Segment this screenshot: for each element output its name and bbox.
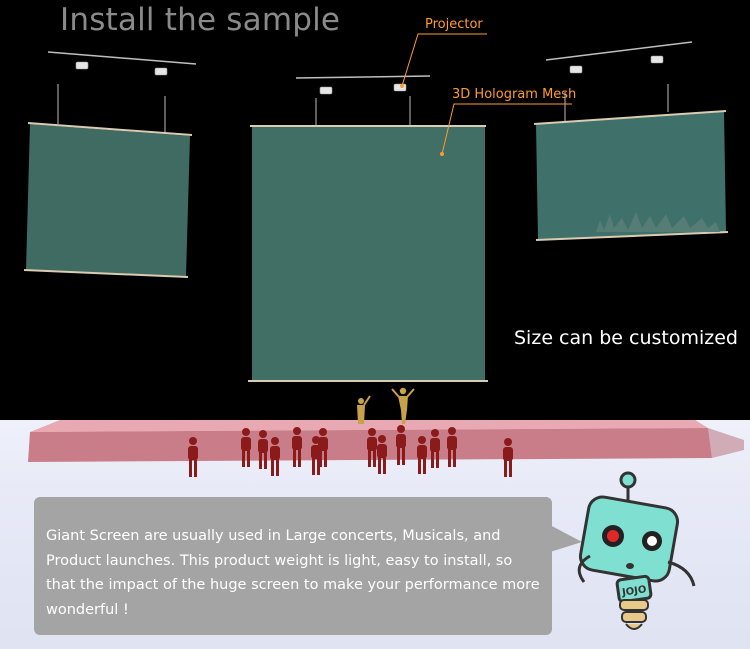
projector-marker: [400, 84, 404, 88]
left-screen: [23, 122, 193, 278]
projector-label: Projector: [425, 17, 483, 32]
suspension-wires: [57, 84, 669, 134]
robot-badge-text: JOJO: [620, 584, 647, 598]
description-text: Giant Screen are usually used in Large c…: [46, 528, 540, 618]
projector-icons: [75, 55, 664, 95]
robot-mascot: JOJO: [577, 471, 696, 630]
leader-lines: [401, 33, 572, 155]
size-note: Size can be customized: [514, 327, 738, 349]
rigging-bars: [47, 41, 693, 79]
audience-figures: [188, 425, 513, 477]
mesh-label: 3D Hologram Mesh: [452, 87, 577, 102]
callout-pointer: [550, 525, 582, 552]
center-screen: [248, 125, 488, 382]
mesh-marker: [440, 152, 444, 156]
description-box: [34, 497, 552, 635]
page-title: Install the sample: [60, 2, 341, 38]
performer-figures: [357, 387, 415, 424]
right-screen: [533, 110, 729, 241]
